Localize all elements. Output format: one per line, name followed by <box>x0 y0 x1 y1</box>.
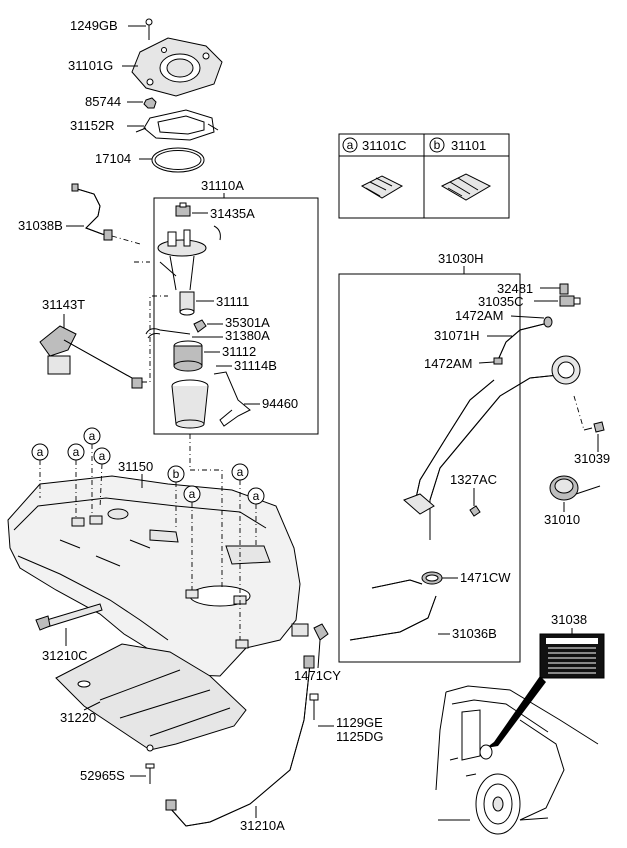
svg-text:a: a <box>89 429 96 443</box>
clamp-1472am-1 <box>543 316 553 328</box>
label-1327ac: 1327AC <box>450 472 497 487</box>
bolt-1129ge <box>309 693 319 720</box>
label-31152r: 31152R <box>70 118 115 133</box>
connector-31435a <box>175 202 191 217</box>
cover-plate-31101g <box>131 37 223 97</box>
sender-31111 <box>179 291 195 316</box>
label-1471cw: 1471CW <box>460 570 511 585</box>
label-1249gb: 1249GB <box>70 18 118 33</box>
label-1125dg: 1125DG <box>336 729 383 744</box>
filler-neck-box <box>338 273 521 663</box>
label-31010: 31010 <box>544 512 580 527</box>
label-31114b: 31114B <box>234 358 277 373</box>
vehicle-rear-outline <box>435 685 599 835</box>
svg-text:a: a <box>37 445 44 459</box>
warning-label-sticker <box>539 633 605 679</box>
gasket-17104 <box>151 147 205 173</box>
label-52965s: 52965S <box>80 768 125 783</box>
pump-assembly-box <box>153 197 319 435</box>
filter-31112 <box>173 340 203 372</box>
vapor-line-31038b <box>71 183 113 241</box>
reservoir-cup <box>171 379 209 429</box>
bracket-31114b <box>213 371 251 427</box>
label-31038: 31038 <box>551 612 587 627</box>
label-31112: 31112 <box>222 344 256 359</box>
label-31150: 31150 <box>118 459 153 474</box>
svg-text:b: b <box>173 467 180 481</box>
label-31039: 31039 <box>574 451 610 466</box>
fuel-tank-31150 <box>7 475 329 677</box>
label-85744: 85744 <box>85 94 121 109</box>
retainer-ring-31152r <box>135 109 219 141</box>
valve-31035c <box>559 295 581 307</box>
callout-a-2: a <box>67 443 85 520</box>
label-31101g: 31101G <box>68 58 113 73</box>
label-31435a: 31435A <box>210 206 255 221</box>
legend-b-circle: b <box>429 137 445 153</box>
callout-a-3: a <box>83 427 101 516</box>
bolt-1249gb <box>145 18 153 40</box>
heat-shield-31220 <box>55 643 247 752</box>
callout-a-6: a <box>231 463 249 640</box>
legend-a-part: 31101C <box>362 138 407 153</box>
label-31035c: 31035C <box>478 294 524 309</box>
label-31111: 31111 <box>216 294 249 309</box>
callout-a-4: a <box>93 447 111 509</box>
label-1471cy: 1471CY <box>294 668 341 683</box>
hose-31071h <box>497 323 545 361</box>
fuel-line-31143t <box>39 325 143 389</box>
svg-text:a: a <box>189 487 196 501</box>
label-31038b: 31038B <box>18 218 63 233</box>
svg-text:b: b <box>434 138 441 152</box>
label-32481: 32481 <box>497 281 533 296</box>
label-1129ge: 1129GE <box>336 715 383 730</box>
svg-text:a: a <box>347 138 354 152</box>
svg-text:a: a <box>99 449 106 463</box>
label-35301a: 35301A <box>225 315 270 330</box>
pad-31101c <box>360 175 404 199</box>
label-31036b: 31036B <box>452 626 497 641</box>
label-31110a: 31110A <box>201 178 244 193</box>
nut-85744 <box>143 97 157 109</box>
label-31210a: 31210A <box>240 818 285 833</box>
svg-text:a: a <box>253 489 260 503</box>
callout-a-5: a <box>183 485 201 590</box>
label-31220: 31220 <box>60 710 96 725</box>
regulator-31380a <box>145 328 191 339</box>
bolt-31039 <box>583 421 605 433</box>
svg-text:a: a <box>73 445 80 459</box>
svg-text:a: a <box>237 465 244 479</box>
screw-52965s <box>145 763 155 784</box>
strap-31210c <box>35 603 103 631</box>
label-pointer <box>486 676 546 748</box>
clamp-1471cw <box>421 571 443 585</box>
callout-b-1: b <box>167 465 185 530</box>
label-31380a: 31380A <box>225 328 270 343</box>
label-31030h: 31030H <box>438 251 484 266</box>
clamp-1472am-2 <box>493 357 503 365</box>
pad-31101 <box>440 173 492 201</box>
legend-table: a 31101C b 31101 <box>338 133 510 219</box>
hose-31036b <box>349 595 437 641</box>
label-94460: 94460 <box>262 396 298 411</box>
callout-a-7: a <box>247 487 265 546</box>
fuel-cap-31010 <box>549 475 601 501</box>
filler-pipe <box>371 355 581 589</box>
bolt-1327ac <box>469 505 481 517</box>
clip-32481 <box>559 283 569 295</box>
legend-b-part: 31101 <box>451 138 486 153</box>
label-31210c: 31210C <box>42 648 88 663</box>
callout-a-1: a <box>31 443 49 498</box>
label-17104: 17104 <box>95 151 131 166</box>
label-1472am-1: 1472AM <box>455 308 503 323</box>
pump-flange <box>157 225 221 291</box>
legend-a-circle: a <box>342 137 358 153</box>
label-1472am-2: 1472AM <box>424 356 472 371</box>
clip-35301a <box>193 319 207 333</box>
strap-31210a <box>165 655 315 827</box>
label-31143t: 31143T <box>42 297 85 312</box>
label-31071h: 31071H <box>434 328 480 343</box>
